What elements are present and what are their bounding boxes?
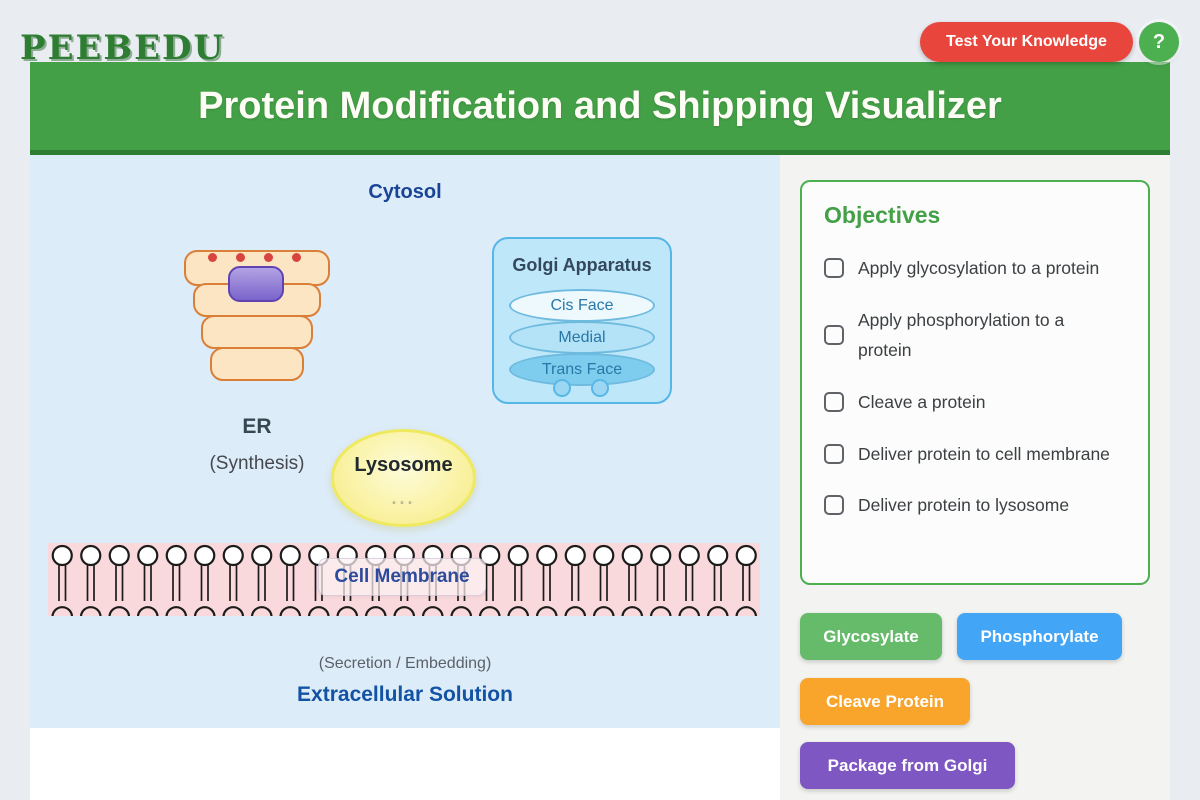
golgi-medial[interactable]: Medial: [509, 321, 655, 354]
objectives-panel: Objectives Apply glycosylation to a prot…: [800, 180, 1150, 585]
test-your-knowledge-button[interactable]: Test Your Knowledge: [920, 22, 1133, 62]
objective-checkbox[interactable]: [824, 258, 844, 279]
app-header: Protein Modification and Shipping Visual…: [30, 62, 1170, 155]
er-layer: [201, 315, 313, 349]
app-logo: PEEBEDU: [20, 28, 226, 68]
ribosome-dot: [292, 253, 301, 262]
cleave-protein-button[interactable]: Cleave Protein: [800, 678, 970, 725]
objective-label: Deliver protein to cell membrane: [858, 443, 1110, 464]
ribosome-dot: [236, 253, 245, 262]
golgi-vesicle: [553, 379, 571, 397]
secretion-label: (Secretion / Embedding): [318, 655, 492, 672]
cytosol-label: Cytosol: [368, 181, 442, 203]
protein-cargo[interactable]: [228, 266, 284, 302]
package-from-golgi-button[interactable]: Package from Golgi: [800, 742, 1015, 789]
glycosylate-button[interactable]: Glycosylate: [800, 613, 942, 660]
cell-visualization: Cytosol ER (Synthesis) Golgi Apparatus C…: [30, 155, 780, 728]
golgi-apparatus[interactable]: Golgi Apparatus Cis Face Medial Trans Fa…: [492, 237, 672, 404]
er-layer: [210, 347, 304, 381]
objective-item: Apply phosphorylation to a protein: [824, 305, 1126, 366]
objective-label: Cleave a protein: [858, 391, 986, 412]
er-organelle[interactable]: ER (Synthesis): [154, 247, 360, 487]
phosphorylate-button[interactable]: Phosphorylate: [957, 613, 1122, 660]
objective-checkbox[interactable]: [824, 392, 844, 413]
ribosome-dot: [264, 253, 273, 262]
objective-checkbox[interactable]: [824, 495, 844, 516]
er-subtitle: (Synthesis): [209, 453, 305, 474]
objective-checkbox[interactable]: [824, 325, 844, 346]
lysosome-dots: ...: [391, 488, 416, 508]
objective-label: Apply phosphorylation to a protein: [858, 309, 1065, 361]
objective-label: Apply glycosylation to a protein: [858, 258, 1100, 278]
objective-label: Deliver protein to lysosome: [858, 495, 1070, 516]
page-title: Protein Modification and Shipping Visual…: [198, 84, 1002, 127]
objective-item: Apply glycosylation to a protein: [824, 253, 1126, 284]
cell-membrane-label: Cell Membrane: [318, 558, 486, 596]
objective-checkbox[interactable]: [824, 443, 844, 464]
objective-item: Deliver protein to cell membrane: [824, 439, 1126, 470]
extracellular-label: Extracellular Solution: [297, 683, 513, 706]
er-label: ER: [242, 415, 272, 438]
lysosome-organelle[interactable]: Lysosome ...: [331, 429, 476, 527]
objective-item: Deliver protein to lysosome: [824, 490, 1126, 521]
golgi-trans-face[interactable]: Trans Face: [509, 353, 655, 386]
golgi-cis-face[interactable]: Cis Face: [509, 289, 655, 322]
golgi-vesicle: [591, 379, 609, 397]
ribosome-dot: [208, 253, 217, 262]
objectives-title: Objectives: [824, 202, 941, 228]
help-button[interactable]: ?: [1139, 22, 1179, 62]
lysosome-label: Lysosome: [354, 454, 453, 476]
objective-item: Cleave a protein: [824, 387, 1126, 418]
golgi-title: Golgi Apparatus: [512, 255, 652, 275]
cell-canvas-card: Cytosol ER (Synthesis) Golgi Apparatus C…: [30, 155, 780, 800]
